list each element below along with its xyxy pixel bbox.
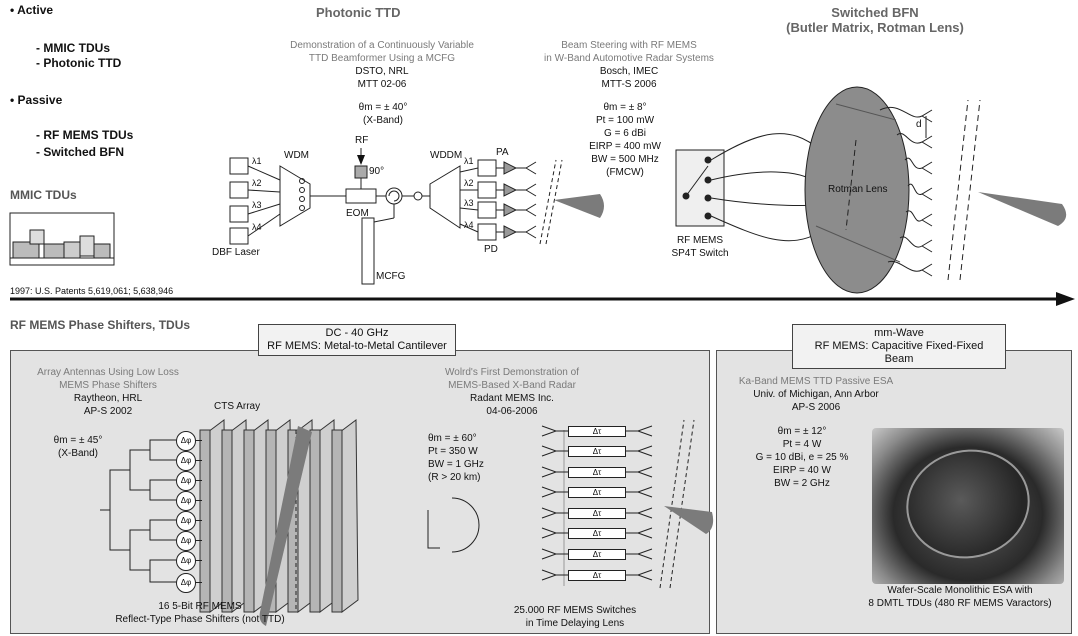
phase-shifter-link xyxy=(195,520,202,521)
tau-output-antenna xyxy=(626,549,652,559)
phase-shifter-node: Δφ xyxy=(176,511,196,531)
patents-label: 1997: U.S. Patents 5,619,061; 5,638,946 xyxy=(10,286,173,296)
lambda-4: λ4 xyxy=(252,222,262,232)
time-delay-unit: Δτ xyxy=(568,528,626,539)
lambda-2: λ2 xyxy=(252,178,262,188)
photonic-specs: θm = ± 40°(X-Band) xyxy=(318,101,448,127)
label-dbf-laser: DBF Laser xyxy=(212,247,260,258)
label-eom: EOM xyxy=(346,208,369,219)
rotman-lens-label: Rotman Lens xyxy=(828,184,887,195)
lambda-3: λ3 xyxy=(252,200,262,210)
phase-shifter-node: Δφ xyxy=(176,451,196,471)
tau-output-antenna xyxy=(626,528,652,538)
photonic-beam xyxy=(554,194,604,218)
time-delay-unit: Δτ xyxy=(568,570,626,581)
bullet-active: • Active xyxy=(10,3,53,17)
spacing-d: d xyxy=(916,119,922,130)
phase-shifter-node: Δφ xyxy=(176,573,196,593)
mmic-chip-icon xyxy=(10,213,114,265)
time-delay-unit: Δτ xyxy=(568,426,626,437)
item-photonic-ttd: - Photonic TTD xyxy=(36,56,121,70)
photonic-ref-title: Demonstration of a Continuously Variable… xyxy=(278,39,486,65)
radant-beam xyxy=(664,506,713,534)
radant-wavefront xyxy=(660,420,684,588)
cts-label: CTS Array xyxy=(214,401,260,412)
time-delay-unit: Δτ xyxy=(568,508,626,519)
phase-shifter-link xyxy=(195,582,202,583)
phase-shifter-tree xyxy=(100,440,176,582)
lambda-1: λ1 xyxy=(252,156,262,166)
bullet-passive: • Passive xyxy=(10,93,62,107)
esa-wafer-photo xyxy=(872,428,1064,584)
label-mcfg: MCFG xyxy=(376,271,405,282)
radant-ref-org: Radant MEMS Inc.04-06-2006 xyxy=(412,392,612,418)
mems-heading: RF MEMS Phase Shifters, TDUs xyxy=(10,318,190,332)
label-rf: RF xyxy=(355,135,368,146)
radant-specs: θm = ± 60°Pt = 350 W BW = 1 GHz(R > 20 k… xyxy=(428,432,484,484)
lambda-out-2: λ2 xyxy=(464,178,474,188)
mmic-tdus-heading: MMIC TDUs xyxy=(10,188,77,202)
bfn-heading: Switched BFN(Butler Matrix, Rotman Lens) xyxy=(760,5,990,35)
photonic-diagram xyxy=(230,148,562,284)
tau-output-antenna xyxy=(626,426,652,436)
lambda-out-1: λ1 xyxy=(464,156,474,166)
phase-shifter-link xyxy=(195,440,202,441)
switch-diagram xyxy=(676,134,820,241)
phase-shifter-link xyxy=(195,540,202,541)
tau-output-antenna xyxy=(626,487,652,497)
photonic-heading: Photonic TTD xyxy=(316,5,401,20)
lambda-out-4: λ4 xyxy=(464,220,474,230)
cts-slabs xyxy=(200,420,358,612)
phase-shifter-link xyxy=(195,560,202,561)
phase-shifter-link xyxy=(195,460,202,461)
phase-shifter-link xyxy=(195,480,202,481)
phase-shifter-node: Δφ xyxy=(176,471,196,491)
label-wdm: WDM xyxy=(284,150,309,161)
time-delay-unit: Δτ xyxy=(568,446,626,457)
label-pd: PD xyxy=(484,244,498,255)
tau-output-antenna xyxy=(626,508,652,518)
time-delay-unit: Δτ xyxy=(568,467,626,478)
tau-output-antenna xyxy=(626,467,652,477)
item-switched-bfn: - Switched BFN xyxy=(36,145,124,159)
item-mmic-tdus: - MMIC TDUs xyxy=(36,41,110,55)
phase-shifter-node: Δφ xyxy=(176,531,196,551)
label-pa: PA xyxy=(496,147,509,158)
time-delay-unit: Δτ xyxy=(568,549,626,560)
label-90deg: 90° xyxy=(369,166,384,177)
tau-output-antenna xyxy=(626,446,652,456)
phase-shifter-node: Δφ xyxy=(176,431,196,451)
tau-output-antenna xyxy=(626,570,652,580)
bfn-beam xyxy=(978,192,1066,226)
phase-shifter-link xyxy=(195,500,202,501)
array-specs: θm = ± 45°(X-Band) xyxy=(28,434,128,460)
phase-shifter-node: Δφ xyxy=(176,491,196,511)
radant-wavefront xyxy=(670,420,694,588)
time-delay-unit: Δτ xyxy=(568,487,626,498)
phase-shifter-node: Δφ xyxy=(176,551,196,571)
lambda-out-3: λ3 xyxy=(464,198,474,208)
esa-ref-title: Ka-Band MEMS TTD Passive ESA xyxy=(716,375,916,388)
item-rf-mems-tdus: - RF MEMS TDUs xyxy=(36,128,133,142)
label-wddm: WDDM xyxy=(430,150,462,161)
